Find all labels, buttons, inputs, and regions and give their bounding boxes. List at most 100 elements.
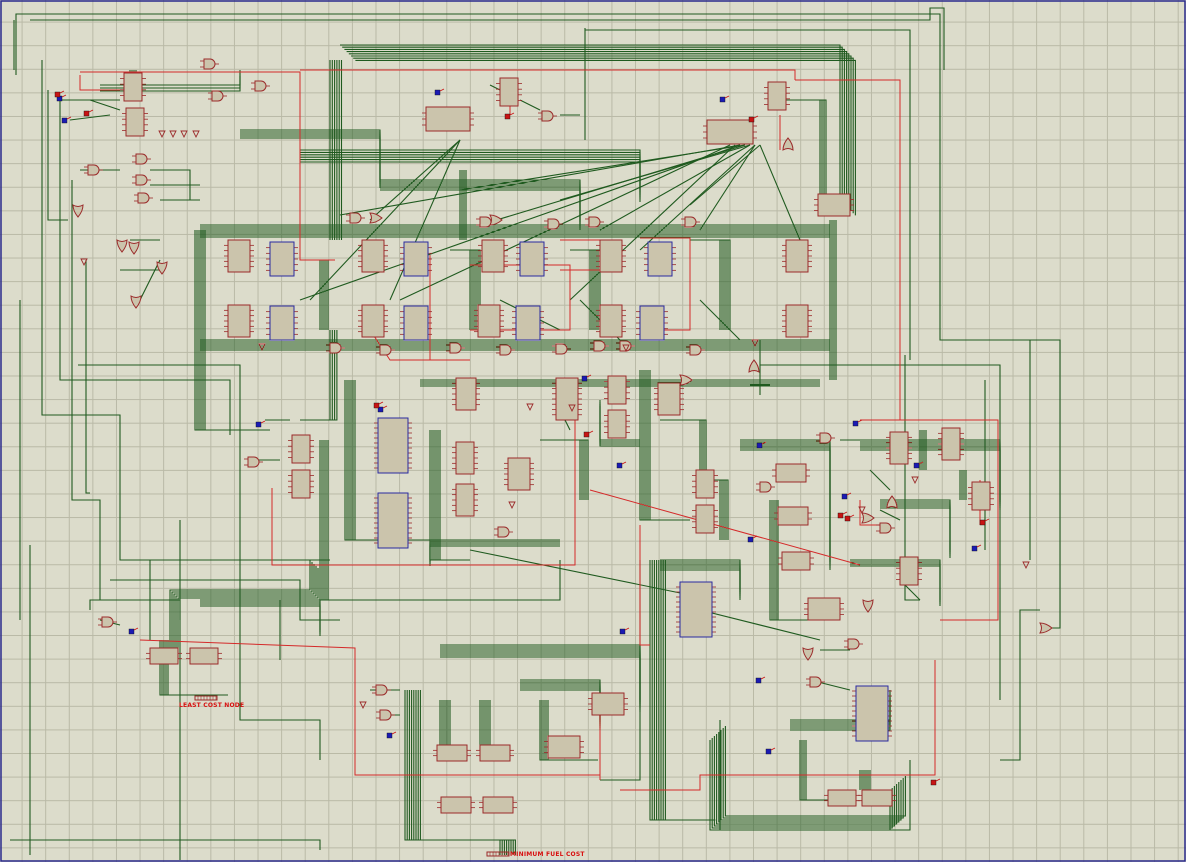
wire <box>308 259 329 330</box>
gate-body <box>1039 622 1053 634</box>
wire <box>879 509 901 521</box>
probe-lead <box>849 514 855 518</box>
minimum-fuel-cost-label: MINIMUM FUEL COST <box>510 851 585 858</box>
wire <box>79 75 120 91</box>
wire <box>369 139 461 221</box>
wire <box>620 660 936 791</box>
wire <box>640 237 691 331</box>
logic-gate <box>84 164 103 176</box>
gate-body <box>555 343 568 355</box>
gate-body <box>379 709 392 721</box>
probe-lead <box>378 401 384 405</box>
gate-body <box>862 599 874 613</box>
wire <box>279 560 561 660</box>
wire <box>80 71 335 261</box>
ic-chip <box>827 789 857 807</box>
wire <box>460 249 481 330</box>
gate-body <box>819 432 832 444</box>
logic-gate <box>590 340 609 352</box>
gate-body <box>369 212 383 224</box>
probe-pin <box>747 536 754 543</box>
wire <box>309 139 461 301</box>
ic-chip <box>607 409 627 439</box>
ic-chip <box>941 427 961 461</box>
ic-chip <box>455 377 477 411</box>
ic-chip <box>361 239 385 273</box>
gate-body <box>72 204 84 218</box>
wire <box>589 489 861 566</box>
ic-chip <box>647 241 673 277</box>
logic-gates <box>72 58 1053 721</box>
or-gate <box>1039 622 1053 634</box>
wire <box>69 114 111 121</box>
buffer <box>622 344 630 353</box>
or-gate <box>369 212 383 224</box>
wire <box>795 79 901 420</box>
wire <box>417 690 514 855</box>
wire <box>599 144 751 231</box>
probes <box>54 88 990 786</box>
register-outline <box>519 241 545 277</box>
wire <box>177 568 319 658</box>
wire <box>548 439 589 500</box>
wire <box>100 73 241 89</box>
probe-pin <box>61 117 68 124</box>
gate-body <box>802 647 814 661</box>
ic-chip <box>123 72 143 102</box>
wire <box>559 144 751 201</box>
probe-lead <box>753 115 759 119</box>
least-cost-node-label: LEAST COST NODE <box>179 702 245 709</box>
wire <box>520 689 601 730</box>
wire <box>722 728 904 819</box>
wire <box>351 55 852 211</box>
wire <box>540 439 581 500</box>
buffer <box>568 404 576 413</box>
gate-body <box>375 684 388 696</box>
probe-lead <box>624 627 630 631</box>
wire <box>342 46 843 203</box>
wire <box>171 562 313 652</box>
wire <box>740 443 831 564</box>
ic-chip <box>189 647 219 665</box>
wire <box>718 732 900 823</box>
probe-lead <box>770 747 776 751</box>
wire <box>666 419 707 480</box>
or-gate <box>130 295 142 309</box>
wire <box>699 609 821 641</box>
wire <box>544 439 585 500</box>
wire <box>639 144 756 251</box>
wire <box>759 144 801 241</box>
ic-chip <box>481 239 505 273</box>
wire <box>458 249 479 330</box>
wire <box>699 144 756 231</box>
logic-gate <box>552 343 571 355</box>
gate-body <box>847 638 860 650</box>
or-gate <box>862 599 874 613</box>
or-gate <box>156 261 168 275</box>
wire <box>850 563 941 604</box>
probe-pin <box>504 113 511 120</box>
or-gate <box>886 495 898 509</box>
ic-chip <box>403 241 429 277</box>
probe-pin <box>765 748 772 755</box>
wire <box>10 839 321 850</box>
buffer <box>858 506 866 515</box>
ic-chip <box>515 305 541 341</box>
probe-lead <box>61 94 67 98</box>
buffer <box>359 701 367 710</box>
wire <box>740 449 831 570</box>
ic-chip <box>679 581 713 638</box>
gate-body <box>782 137 794 151</box>
logic-gate <box>372 684 391 696</box>
components <box>120 72 994 814</box>
wire <box>600 560 641 781</box>
ic-chip <box>482 796 514 814</box>
ic-chip <box>436 744 468 762</box>
ic-chip <box>479 744 511 762</box>
ic-chip <box>657 382 681 416</box>
ic-chip <box>455 483 475 517</box>
wire <box>869 469 891 491</box>
ic-chip <box>291 469 311 499</box>
logic-gate <box>756 481 775 493</box>
